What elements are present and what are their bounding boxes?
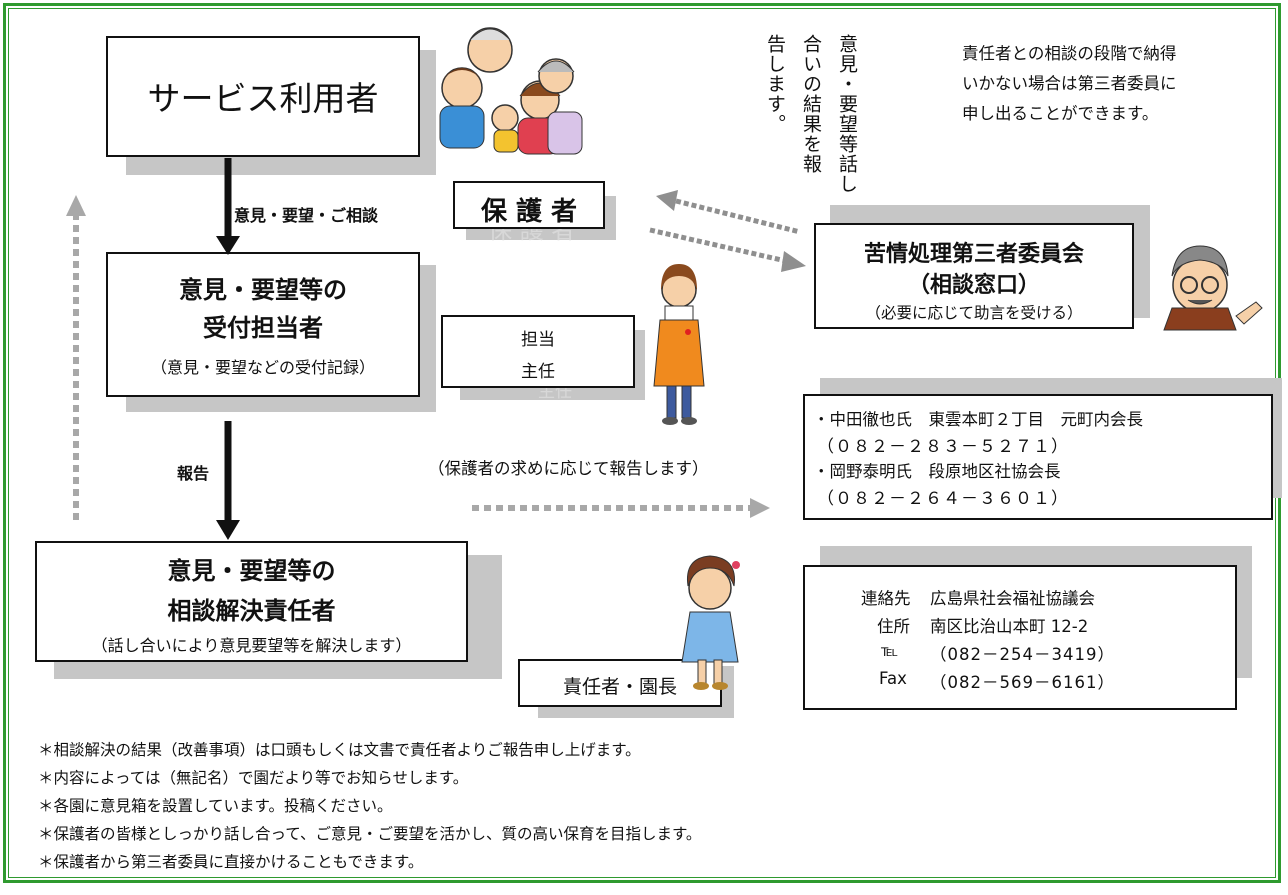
elderly-man-illustration	[1163, 245, 1263, 331]
service-user-label: サービス利用者	[147, 79, 379, 118]
member-1-name: ・中田徹也氏 東雲本町２丁目 元町内会長	[813, 410, 1143, 429]
vertical-note-col1: 意見・要望等話し	[836, 34, 858, 194]
staff-label-2: 主任	[521, 362, 555, 382]
third-party-note-3: 申し出ることができます。	[962, 104, 1159, 123]
third-party-note-2: いかない場合は第三者委員に	[962, 74, 1177, 93]
contact-org-label: 連絡先	[861, 589, 911, 608]
note-5: ＊保護者から第三者委員に直接かけることもできます。	[38, 853, 424, 871]
committee-to-guardian-arrow-head	[656, 190, 678, 211]
note-3: ＊各園に意見箱を設置しています。投稿ください。	[38, 797, 393, 815]
members-arrow-head	[750, 498, 770, 518]
member-2-phone: （０８２－２６４－３６０１）	[817, 489, 1069, 509]
resolver-title-line2: 相談解決責任者	[167, 597, 336, 625]
director-label: 責任者・園長	[562, 676, 677, 698]
director-woman-illustration	[681, 555, 740, 690]
contact-org: 広島県社会福祉協議会	[930, 589, 1095, 608]
family-illustration	[439, 27, 583, 155]
guardian-label: 保 護 者	[480, 197, 578, 227]
report-arrow-label: 報告	[177, 464, 210, 483]
note-4: ＊保護者の皆様としっかり話し合って、ご意見・ご要望を活かし、質の高い保育を目指し…	[38, 825, 702, 843]
receiver-box: 意見・要望等の 受付担当者 （意見・要望などの受付記録）	[106, 252, 420, 397]
contact-box: 連絡先 広島県社会福祉協議会 住所 南区比治山本町 12-2 ℡ （082－25…	[803, 565, 1237, 710]
service-user-box: サービス利用者	[106, 36, 420, 157]
guardian-to-committee-arrow-line	[649, 227, 787, 264]
committee-title-line2: （相談窓口）	[907, 273, 1040, 298]
guardian-box: 保 護 者	[453, 181, 605, 229]
third-party-note-1: 責任者との相談の段階で納得	[962, 44, 1177, 63]
resolver-box: 意見・要望等の 相談解決責任者 （話し合いにより意見要望等を解決します）	[35, 541, 468, 662]
opinion-arrow-head	[216, 236, 240, 255]
receiver-title-line1: 意見・要望等の	[179, 276, 347, 304]
guardian-to-committee-arrow-head	[781, 251, 806, 272]
opinion-arrow-label: 意見・要望・ご相談	[234, 206, 379, 225]
vertical-note-col2: 合いの結果を報	[800, 34, 822, 174]
committee-box: 苦情処理第三者委員会 （相談窓口） （必要に応じて助言を受ける）	[814, 223, 1134, 329]
resolver-subtitle: （話し合いにより意見要望等を解決します）	[91, 636, 412, 655]
member-1-phone: （０８２－２８３－５２７１）	[817, 437, 1069, 457]
committee-to-guardian-arrow-line	[675, 198, 801, 235]
staff-woman-illustration	[653, 264, 705, 425]
contact-fax-label: Fax	[879, 669, 907, 688]
members-box: ・中田徹也氏 東雲本町２丁目 元町内会長 （０８２－２８３－５２７１） ・岡野泰…	[803, 394, 1273, 520]
resolver-title-line1: 意見・要望等の	[167, 557, 336, 585]
contact-tel-label: ℡	[881, 641, 899, 660]
vertical-note-col3: 告します。	[764, 34, 786, 134]
staff-box: 担当 主任	[441, 315, 635, 388]
contact-addr: 南区比治山本町 12-2	[930, 617, 1089, 636]
committee-subtitle: （必要に応じて助言を受ける）	[865, 304, 1083, 322]
director-box: 責任者・園長	[518, 659, 722, 707]
member-2-name: ・岡野泰明氏 段原地区社協会長	[813, 462, 1061, 481]
staff-label-1: 担当	[521, 330, 555, 350]
contact-addr-label: 住所	[877, 617, 910, 636]
committee-title-line1: 苦情処理第三者委員会	[863, 242, 1084, 267]
receiver-title-line2: 受付担当者	[203, 314, 323, 342]
report-arrow-head	[216, 520, 240, 540]
contact-tel: （082－254－3419）	[930, 645, 1115, 664]
note-2: ＊内容によっては（無記名）で園だより等でお知らせします。	[38, 769, 469, 787]
receiver-subtitle: （意見・要望などの受付記録）	[150, 358, 375, 377]
report-to-guardian-label: （保護者の求めに応じて報告します）	[428, 459, 709, 478]
contact-fax: （082－569－6161）	[930, 673, 1115, 692]
note-1: ＊相談解決の結果（改善事項）は口頭もしくは文書で責任者よりご報告申し上げます。	[38, 741, 641, 759]
feedback-up-arrow-head	[66, 195, 86, 216]
